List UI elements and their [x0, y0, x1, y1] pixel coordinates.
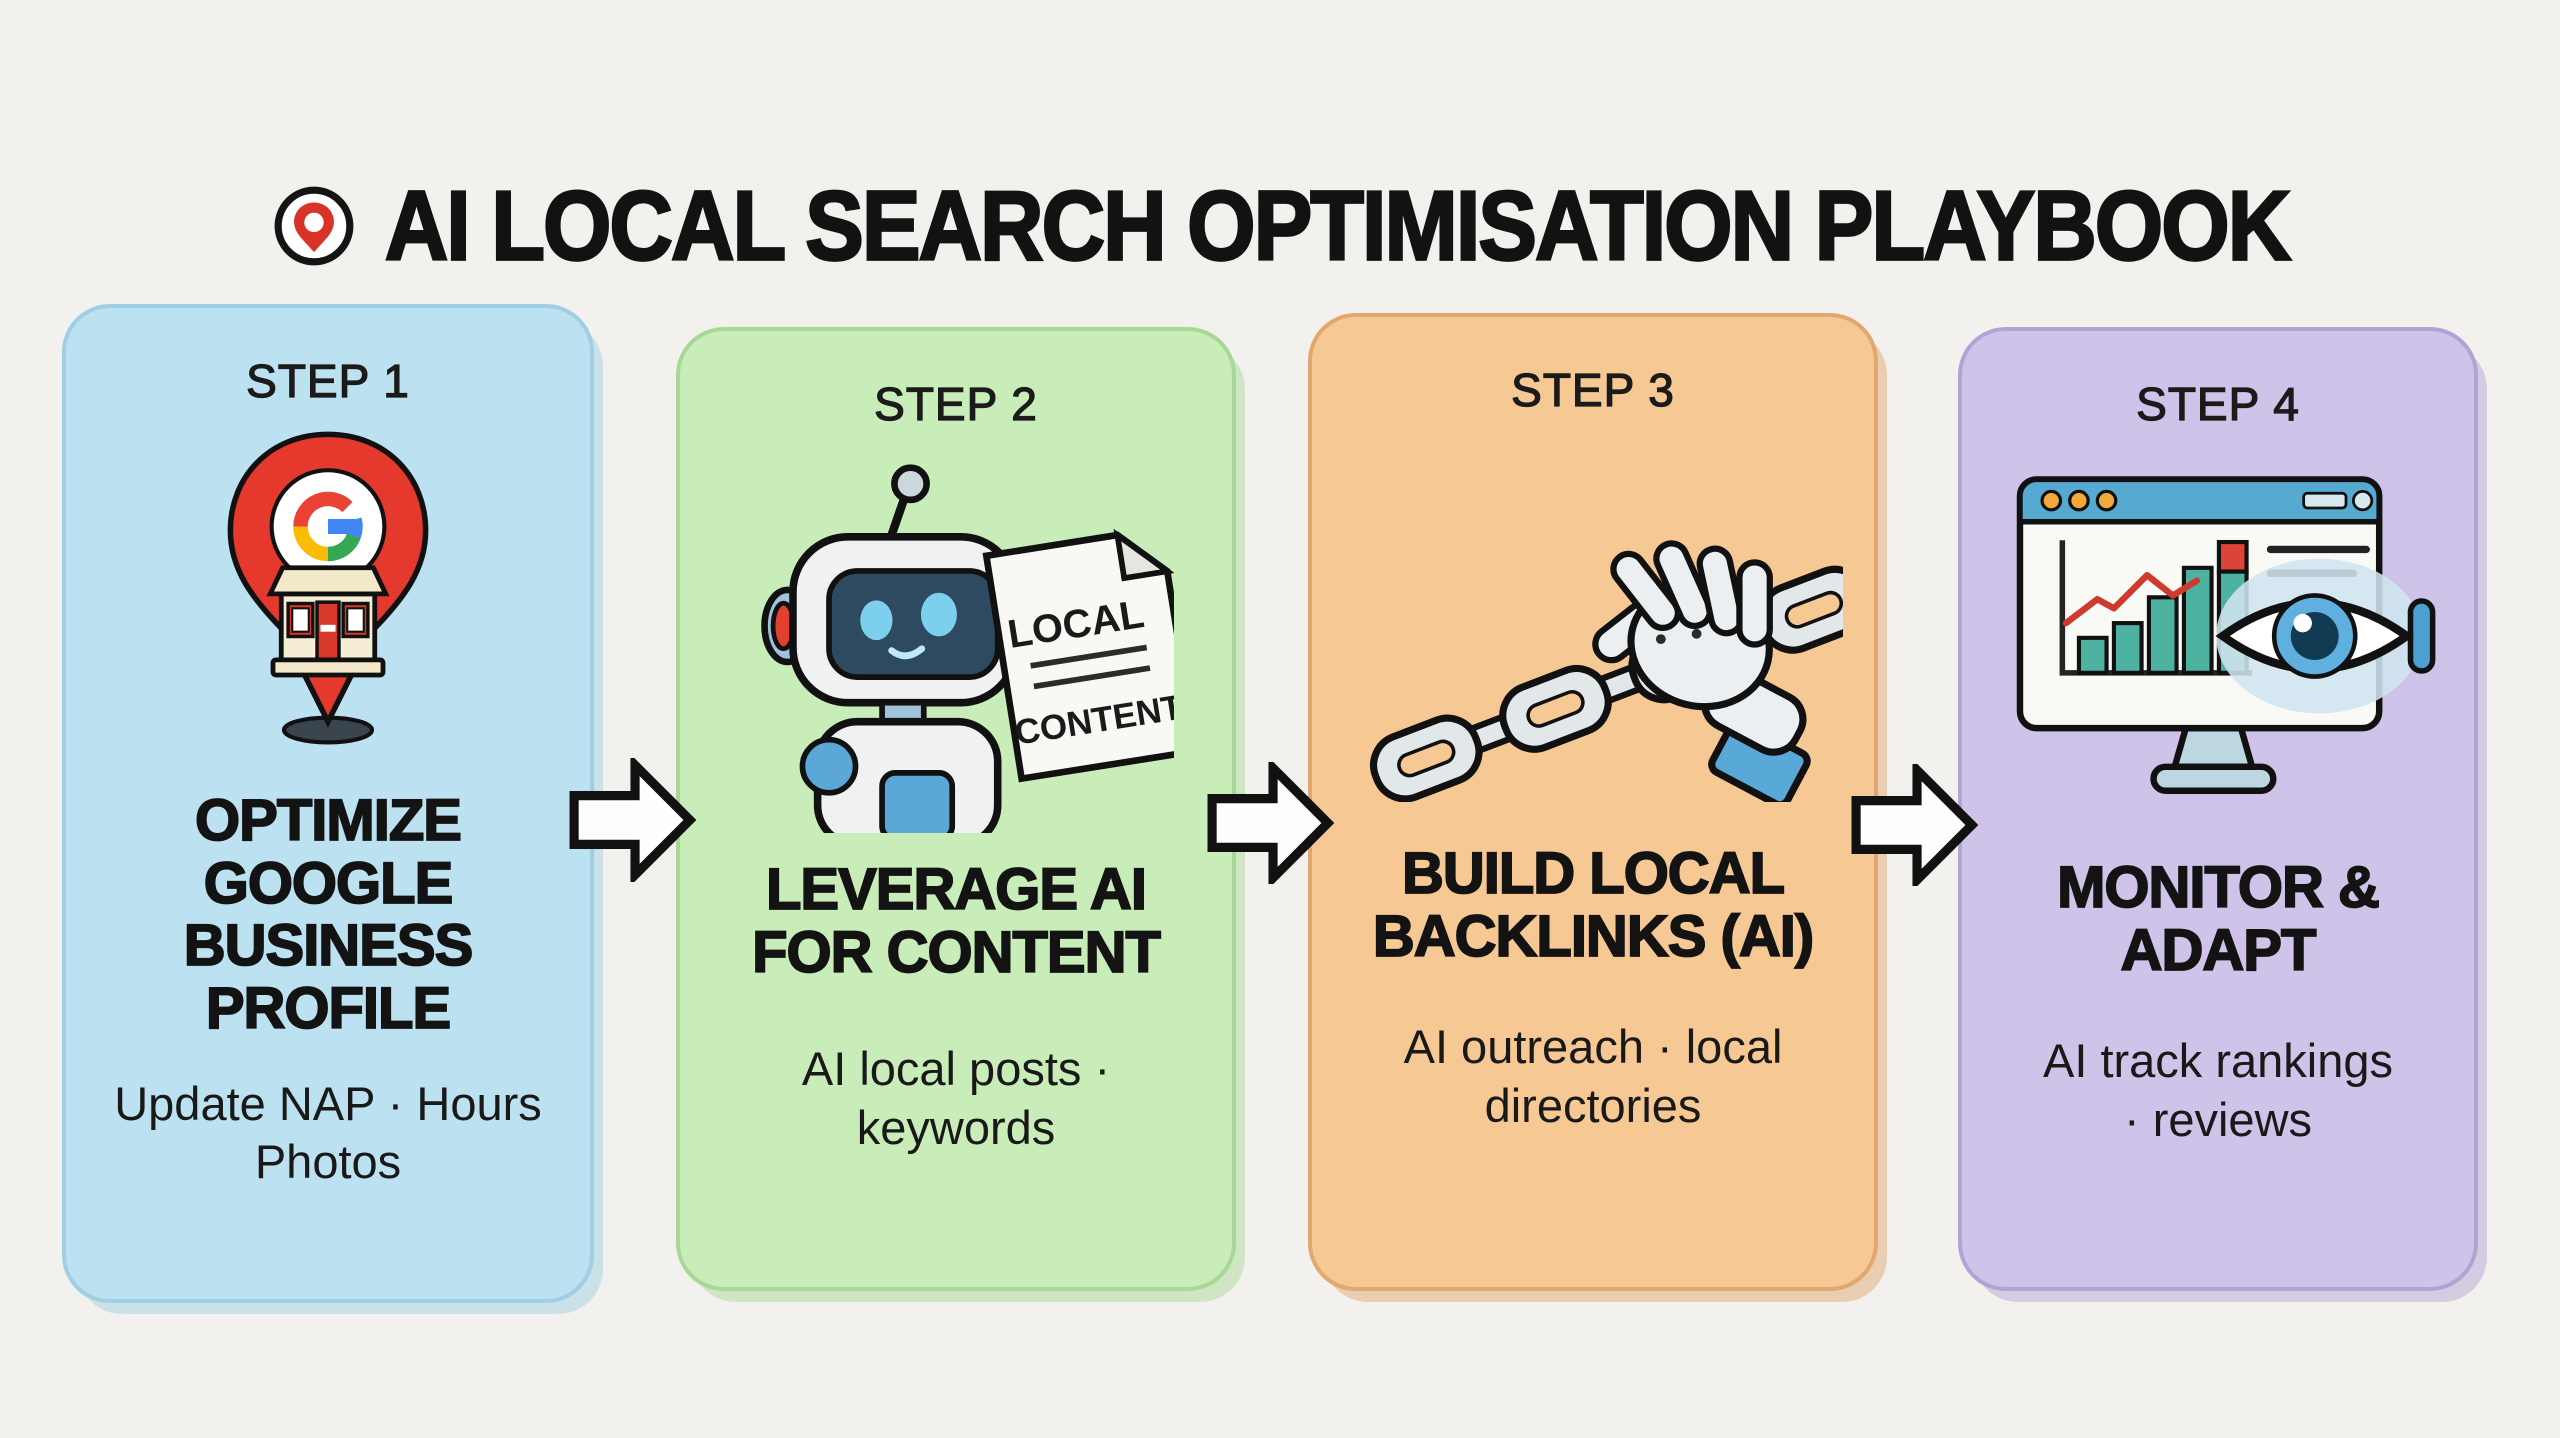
- icon-wrap: LOCAL CONTENT: [738, 453, 1174, 833]
- step-subtext: AI local posts · keywords: [801, 1042, 1111, 1154]
- step-label: STEP 2: [874, 377, 1038, 430]
- header: AI LOCAL SEARCH OPTIMISATION PLAYBOOK: [0, 116, 2560, 336]
- hand-holding-chain-icon: [1370, 540, 1843, 802]
- step-subtext: AI outreach · local directories: [1403, 1020, 1783, 1132]
- analytics-monitor-eye-icon: [2016, 476, 2436, 794]
- browser-bar: [2017, 476, 2382, 525]
- right-arrow-icon: [1851, 764, 1978, 886]
- step-subtext: Update NAP · Hours Photos: [114, 1076, 542, 1188]
- step-card-3: STEP 3: [1308, 313, 1878, 1291]
- right-arrow-icon: [1207, 762, 1334, 884]
- gripping-hand: [1592, 540, 1811, 802]
- eye: [2215, 558, 2436, 714]
- page-title: AI LOCAL SEARCH OPTIMISATION PLAYBOOK: [384, 169, 2293, 283]
- step-label: STEP 1: [246, 354, 410, 407]
- google-map-pin-storefront-icon: [227, 431, 429, 745]
- local-content-paper: LOCAL CONTENT: [982, 528, 1174, 783]
- step-heading: BUILD LOCAL BACKLINKS (AI): [1372, 841, 1815, 969]
- step-heading: MONITOR & ADAPT: [2056, 855, 2381, 983]
- step-card-2: STEP 2 LOCAL: [676, 327, 1236, 1291]
- step-heading: LEVERAGE AI FOR CONTENT: [751, 857, 1162, 985]
- storefront: [266, 565, 390, 678]
- icon-wrap: [1998, 461, 2438, 811]
- step-card-4: STEP 4: [1958, 327, 2478, 1291]
- target-location-pin-icon: [274, 186, 354, 266]
- google-g-logo: [293, 491, 363, 562]
- step-label: STEP 4: [2136, 377, 2300, 430]
- step-subtext: AI track rankings · reviews: [2042, 1034, 2394, 1146]
- icon-wrap: [204, 422, 452, 752]
- right-arrow-icon: [569, 758, 696, 882]
- robot-local-content-icon: LOCAL CONTENT: [761, 464, 1174, 833]
- step-label: STEP 3: [1511, 363, 1675, 416]
- step-card-1: STEP 1: [62, 304, 594, 1303]
- icon-wrap: [1343, 457, 1843, 807]
- step-heading: OPTIMIZE GOOGLE BUSINESS PROFILE: [183, 788, 474, 1041]
- monitor-stand: [2170, 724, 2257, 771]
